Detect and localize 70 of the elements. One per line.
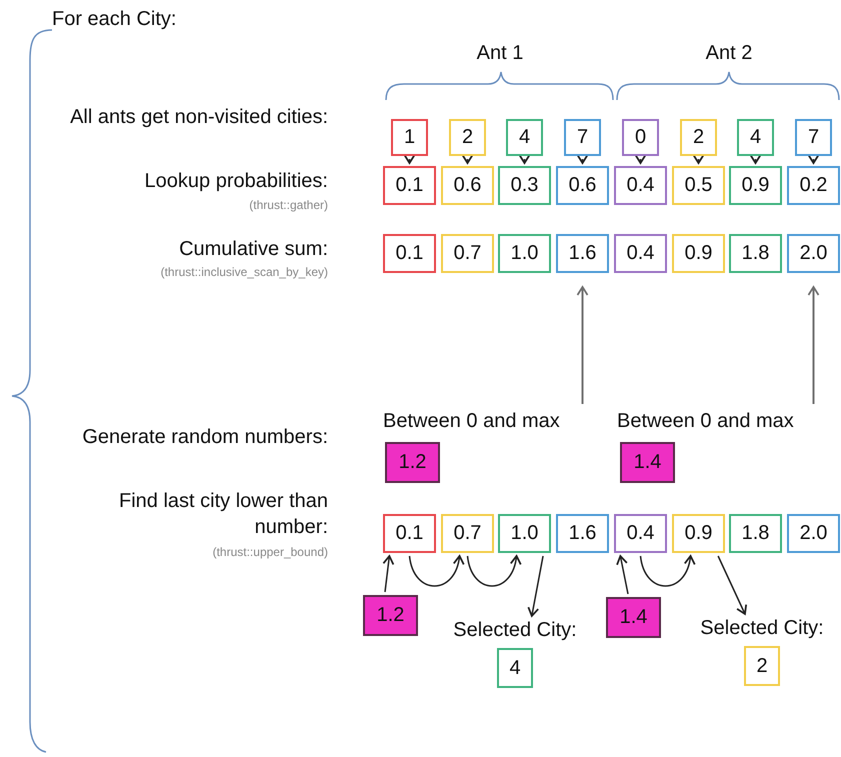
arrow: [808, 154, 820, 164]
selected-city-cell: 2: [744, 646, 780, 686]
city-index-cell: 7: [564, 119, 601, 156]
step-label: Generate random numbers:: [81, 425, 328, 450]
step-label: Find last city lower than number:: [118, 489, 328, 540]
arrow: [640, 555, 695, 587]
city-index-cell: 2: [449, 119, 486, 156]
value-cell: 2.0: [787, 514, 840, 553]
value-cell: 0.2: [787, 166, 840, 205]
arrow: [717, 556, 748, 615]
arrow: [808, 286, 820, 404]
city-index-cell: 2: [680, 119, 717, 156]
arrow: [634, 154, 646, 164]
step-label: All ants get non-visited cities:: [69, 105, 328, 130]
arrow: [408, 555, 464, 587]
value-cell: 0.7: [441, 514, 494, 553]
arrow: [576, 154, 588, 164]
value-cell: 0.4: [614, 514, 667, 553]
arrow: [750, 154, 762, 164]
arrow: [576, 286, 588, 404]
value-cell: 1.6: [556, 234, 609, 273]
value-cell: 0.1: [383, 514, 436, 553]
arrow: [466, 555, 521, 587]
value-cell: 1.0: [498, 234, 551, 273]
range-note: Between 0 and max: [383, 406, 598, 436]
value-cell: 1.0: [498, 514, 551, 553]
arrow: [616, 555, 629, 594]
random-number-cell: 1.4: [620, 442, 675, 483]
value-cell: 0.9: [729, 166, 782, 205]
group-label: Ant 2: [704, 41, 754, 66]
code-note: (thrust::inclusive_scan_by_key): [160, 265, 328, 281]
arrow: [382, 555, 394, 592]
city-index-cell: 0: [622, 119, 659, 156]
value-cell: 0.3: [498, 166, 551, 205]
value-cell: 2.0: [787, 234, 840, 273]
city-index-cell: 4: [506, 119, 543, 156]
city-index-cell: 1: [391, 119, 428, 156]
value-cell: 0.6: [441, 166, 494, 205]
group-label: Ant 1: [476, 41, 524, 66]
value-cell: 1.6: [556, 514, 609, 553]
random-number-cell: 1.2: [363, 595, 418, 636]
value-cell: 0.1: [383, 166, 436, 205]
value-cell: 0.6: [556, 166, 609, 205]
code-note: (thrust::upper_bound): [212, 545, 328, 561]
value-cell: 1.8: [729, 514, 782, 553]
selected-city-heading: Selected City:: [700, 617, 824, 640]
value-cell: 0.9: [672, 514, 725, 553]
arrow: [404, 154, 416, 164]
arrow: [518, 154, 530, 164]
random-number-cell: 1.4: [606, 597, 661, 638]
value-cell: 0.4: [614, 234, 667, 273]
arrow: [692, 154, 704, 164]
value-cell: 0.4: [614, 166, 667, 205]
value-cell: 1.8: [729, 234, 782, 273]
random-number-cell: 1.2: [385, 442, 440, 483]
city-index-cell: 7: [795, 119, 832, 156]
value-cell: 0.7: [441, 234, 494, 273]
value-cell: 0.1: [383, 234, 436, 273]
value-cell: 0.5: [672, 166, 725, 205]
range-note: Between 0 and max: [617, 406, 832, 436]
section-heading: For each City:: [52, 7, 178, 32]
value-cell: 0.9: [672, 234, 725, 273]
selected-city-cell: 4: [497, 648, 533, 688]
step-label: Lookup probabilities:: [144, 169, 328, 194]
city-index-cell: 4: [737, 119, 774, 156]
arrow: [527, 556, 544, 617]
code-note: (thrust::gather): [248, 198, 328, 214]
arrow: [462, 154, 474, 164]
step-label: Cumulative sum:: [178, 237, 328, 262]
selected-city-heading: Selected City:: [453, 619, 577, 642]
